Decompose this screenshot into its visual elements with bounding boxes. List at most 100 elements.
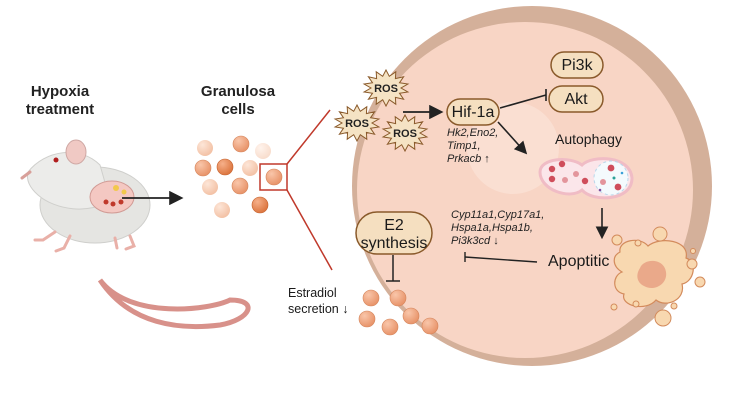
mouse-nose bbox=[20, 170, 32, 180]
estradiol-droplet bbox=[421, 317, 439, 335]
granulosa-cell bbox=[197, 140, 213, 156]
estradiol-droplet bbox=[381, 318, 399, 336]
cargo bbox=[607, 164, 615, 172]
apoptotic-nucleus bbox=[637, 260, 667, 289]
mouse-ear bbox=[65, 139, 87, 165]
mouse-tail bbox=[97, 278, 251, 329]
cargo bbox=[573, 171, 579, 177]
apoptotic-bleb bbox=[632, 300, 640, 308]
hif1a-label: Hif-1a bbox=[452, 104, 495, 121]
hif1a-node: Hif-1a bbox=[446, 98, 500, 126]
apoptotic-bleb bbox=[694, 276, 706, 288]
akt-node-shape bbox=[548, 85, 604, 113]
granulosa-cells-cluster bbox=[194, 135, 283, 218]
gene-list-line: Pi3k3cd ↓ bbox=[451, 235, 499, 247]
ovary-icon bbox=[89, 180, 135, 214]
granulosa-label-line2: cells bbox=[221, 101, 254, 118]
apoptitic-label: Apoptitic bbox=[548, 253, 609, 270]
e2-synthesis-node: E2 synthesis bbox=[355, 211, 433, 255]
e2-label-line2: synthesis bbox=[361, 235, 428, 252]
granulosa-cell bbox=[242, 160, 258, 176]
granulosa-cell bbox=[194, 159, 212, 177]
granulosa-cell bbox=[251, 196, 269, 214]
gene-list-line: Prkacb ↑ bbox=[447, 153, 490, 165]
ros-label: ROS bbox=[345, 118, 369, 130]
follicle bbox=[103, 199, 109, 205]
granulosa-cell bbox=[231, 177, 249, 195]
cargo bbox=[614, 183, 622, 191]
granulosa-cell bbox=[232, 135, 250, 153]
mouse-head bbox=[27, 151, 111, 210]
ros-burst-icon bbox=[362, 68, 410, 108]
estradiol-droplet bbox=[389, 289, 407, 307]
apoptotic-bleb bbox=[610, 303, 618, 311]
zoom-line-top bbox=[286, 109, 331, 165]
cargo bbox=[558, 160, 566, 168]
gene-list-line: Cyp11a1,Cyp17a1, bbox=[451, 209, 544, 221]
gene-list-line: Hspa1a,Hspa1b, bbox=[451, 222, 533, 234]
gene-list-line: Timp1, bbox=[447, 140, 481, 152]
estradiol-droplet bbox=[362, 289, 380, 307]
akt-label: Akt bbox=[564, 91, 588, 108]
ros-burst-2: ROS bbox=[333, 103, 381, 143]
pi3k-node-shape bbox=[550, 51, 604, 79]
estradiol-droplets bbox=[358, 289, 439, 336]
granulosa-cell bbox=[202, 179, 218, 195]
pi3k-label: Pi3k bbox=[561, 57, 593, 74]
granulosa-cell bbox=[216, 158, 234, 176]
mouse-eye bbox=[53, 157, 59, 163]
gene-list-line: Hk2,Eno2, bbox=[447, 127, 498, 139]
upregulated-genes: Hk2,Eno2, Timp1, Prkacb ↑ bbox=[447, 127, 498, 165]
hypoxia-label-line2: treatment bbox=[26, 101, 94, 118]
autophagosome-icon bbox=[538, 157, 634, 200]
apoptotic-bleb bbox=[652, 226, 668, 242]
debris bbox=[620, 171, 624, 175]
estradiol-label-line1: Estradiol bbox=[288, 286, 337, 300]
cargo bbox=[548, 165, 556, 173]
apoptotic-bleb bbox=[686, 258, 698, 270]
granulosa-cell bbox=[214, 202, 230, 218]
granulosa-cell-selected bbox=[265, 168, 283, 186]
follicle bbox=[118, 199, 124, 205]
ros-label: ROS bbox=[374, 83, 398, 95]
apoptotic-bleb bbox=[634, 239, 642, 247]
inhibit-line-apoptotic-e2 bbox=[464, 256, 538, 263]
estradiol-droplet bbox=[402, 307, 420, 325]
e2-label-line1: E2 bbox=[384, 217, 404, 234]
autophagy-label: Autophagy bbox=[555, 131, 622, 147]
zoom-selection-box bbox=[259, 163, 288, 191]
ros-burst-icon bbox=[381, 113, 429, 153]
ros-burst-1: ROS bbox=[362, 68, 410, 108]
downregulated-genes: Cyp11a1,Cyp17a1, Hspa1a,Hspa1b, Pi3k3cd … bbox=[451, 209, 544, 247]
estradiol-label-line2: secretion ↓ bbox=[288, 302, 348, 316]
mouse-icon bbox=[20, 139, 251, 329]
pi3k-node: Pi3k bbox=[550, 51, 604, 79]
cargo bbox=[562, 177, 568, 183]
arrow-hif1a-to-autophagy bbox=[497, 121, 528, 155]
cargo bbox=[600, 179, 606, 185]
follicle bbox=[110, 201, 116, 207]
apoptotic-cell-icon bbox=[610, 226, 706, 327]
ros-burst-icon bbox=[333, 103, 381, 143]
debris bbox=[598, 188, 602, 192]
apoptotic-bleb bbox=[690, 248, 696, 254]
cargo bbox=[548, 175, 556, 183]
follicle bbox=[121, 189, 127, 195]
cargo bbox=[581, 177, 589, 185]
follicle bbox=[113, 185, 119, 191]
apoptotic-bleb bbox=[611, 234, 623, 246]
inhibit-line-hif1a-pi3k bbox=[499, 94, 547, 109]
granulosa-label-line1: Granulosa bbox=[201, 83, 276, 100]
apoptotic-bleb bbox=[670, 302, 678, 310]
hif1a-node-shape bbox=[446, 98, 500, 126]
mouse-legs bbox=[33, 230, 136, 253]
debris bbox=[612, 176, 616, 180]
zoom-line-bottom bbox=[286, 189, 333, 271]
estradiol-droplet bbox=[358, 310, 376, 328]
apoptotic-bleb bbox=[654, 309, 672, 327]
e2-node-shape bbox=[355, 211, 433, 255]
akt-node: Akt bbox=[548, 85, 604, 113]
ros-label: ROS bbox=[393, 128, 417, 140]
granulosa-cell bbox=[255, 143, 271, 159]
